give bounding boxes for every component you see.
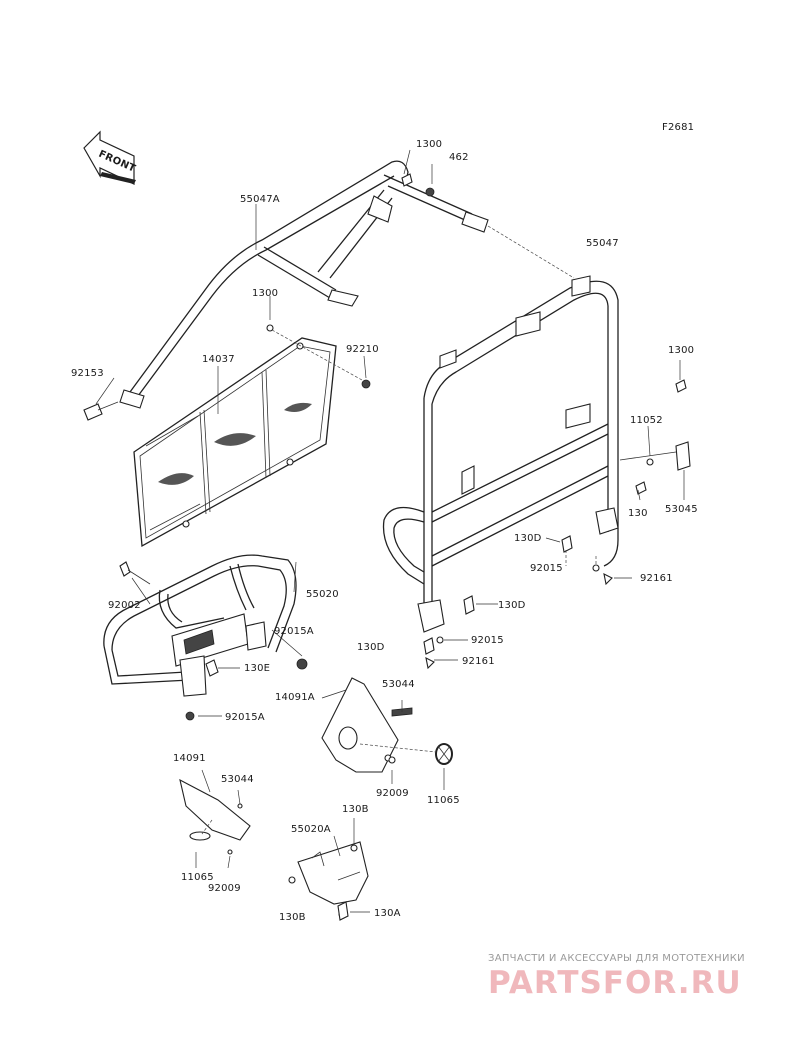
- roll-cage-rear-frame: [382, 275, 691, 633]
- callout-130b-a: 130B: [342, 804, 369, 815]
- callout-14091: 14091: [173, 753, 206, 764]
- callout-14091a: 14091A: [275, 692, 315, 703]
- callout-130a: 130A: [374, 908, 401, 919]
- callout-92015a-b: 92015A: [225, 712, 265, 723]
- side-net: [133, 337, 337, 548]
- callout-92015-b: 92015: [471, 635, 504, 646]
- callout-1300-mid: 1300: [252, 288, 278, 299]
- callout-14037: 14037: [202, 354, 235, 365]
- callout-55047: 55047: [586, 238, 619, 249]
- callout-11052: 11052: [630, 415, 663, 426]
- callout-130d-a: 130D: [514, 533, 542, 544]
- callout-130b-b: 130B: [279, 912, 306, 923]
- front-bumper: [103, 554, 308, 721]
- callout-55020: 55020: [306, 589, 339, 600]
- callout-130e: 130E: [244, 663, 270, 674]
- watermark-tagline: ЗАПЧАСТИ И АКСЕССУАРЫ ДЛЯ МОТОТЕХНИКИ: [488, 953, 745, 964]
- watermark-logo: PARTSFOR.RU: [488, 965, 742, 1001]
- callout-11065-a: 11065: [427, 795, 460, 806]
- callout-53045: 53045: [665, 504, 698, 515]
- roll-cage-front-frame: [83, 160, 489, 421]
- callout-130d-c: 130D: [357, 642, 385, 653]
- callout-53044-a: 53044: [382, 679, 415, 690]
- callout-130d-b: 130D: [498, 600, 526, 611]
- callout-55047a: 55047A: [240, 194, 280, 205]
- callout-462: 462: [449, 152, 469, 163]
- skid-plate: [288, 841, 369, 918]
- callout-92002: 92002: [108, 600, 141, 611]
- callout-53044-b: 53044: [221, 774, 254, 785]
- callout-55020a: 55020A: [291, 824, 331, 835]
- callout-92015-a: 92015: [530, 563, 563, 574]
- callout-92210: 92210: [346, 344, 379, 355]
- callout-92009-b: 92009: [208, 883, 241, 894]
- callout-92009-a: 92009: [376, 788, 409, 799]
- callout-labels: 1300 462 55047A 55047 1300 92210 92153 1…: [71, 139, 698, 923]
- callout-92153: 92153: [71, 368, 104, 379]
- callout-130: 130: [628, 508, 648, 519]
- leader-lines: [95, 149, 685, 913]
- guard-plate-left: [179, 778, 251, 855]
- callout-1300-top: 1300: [416, 139, 442, 150]
- callout-11065-b: 11065: [181, 872, 214, 883]
- callout-92161-a: 92161: [640, 573, 673, 584]
- figure-code: F2681: [662, 122, 694, 133]
- callout-92015a-a: 92015A: [274, 626, 314, 637]
- callout-92161-b: 92161: [462, 656, 495, 667]
- front-arrow-icon: FRONT: [83, 130, 137, 185]
- guard-plate-right: [321, 677, 453, 773]
- callout-1300-right: 1300: [668, 345, 694, 356]
